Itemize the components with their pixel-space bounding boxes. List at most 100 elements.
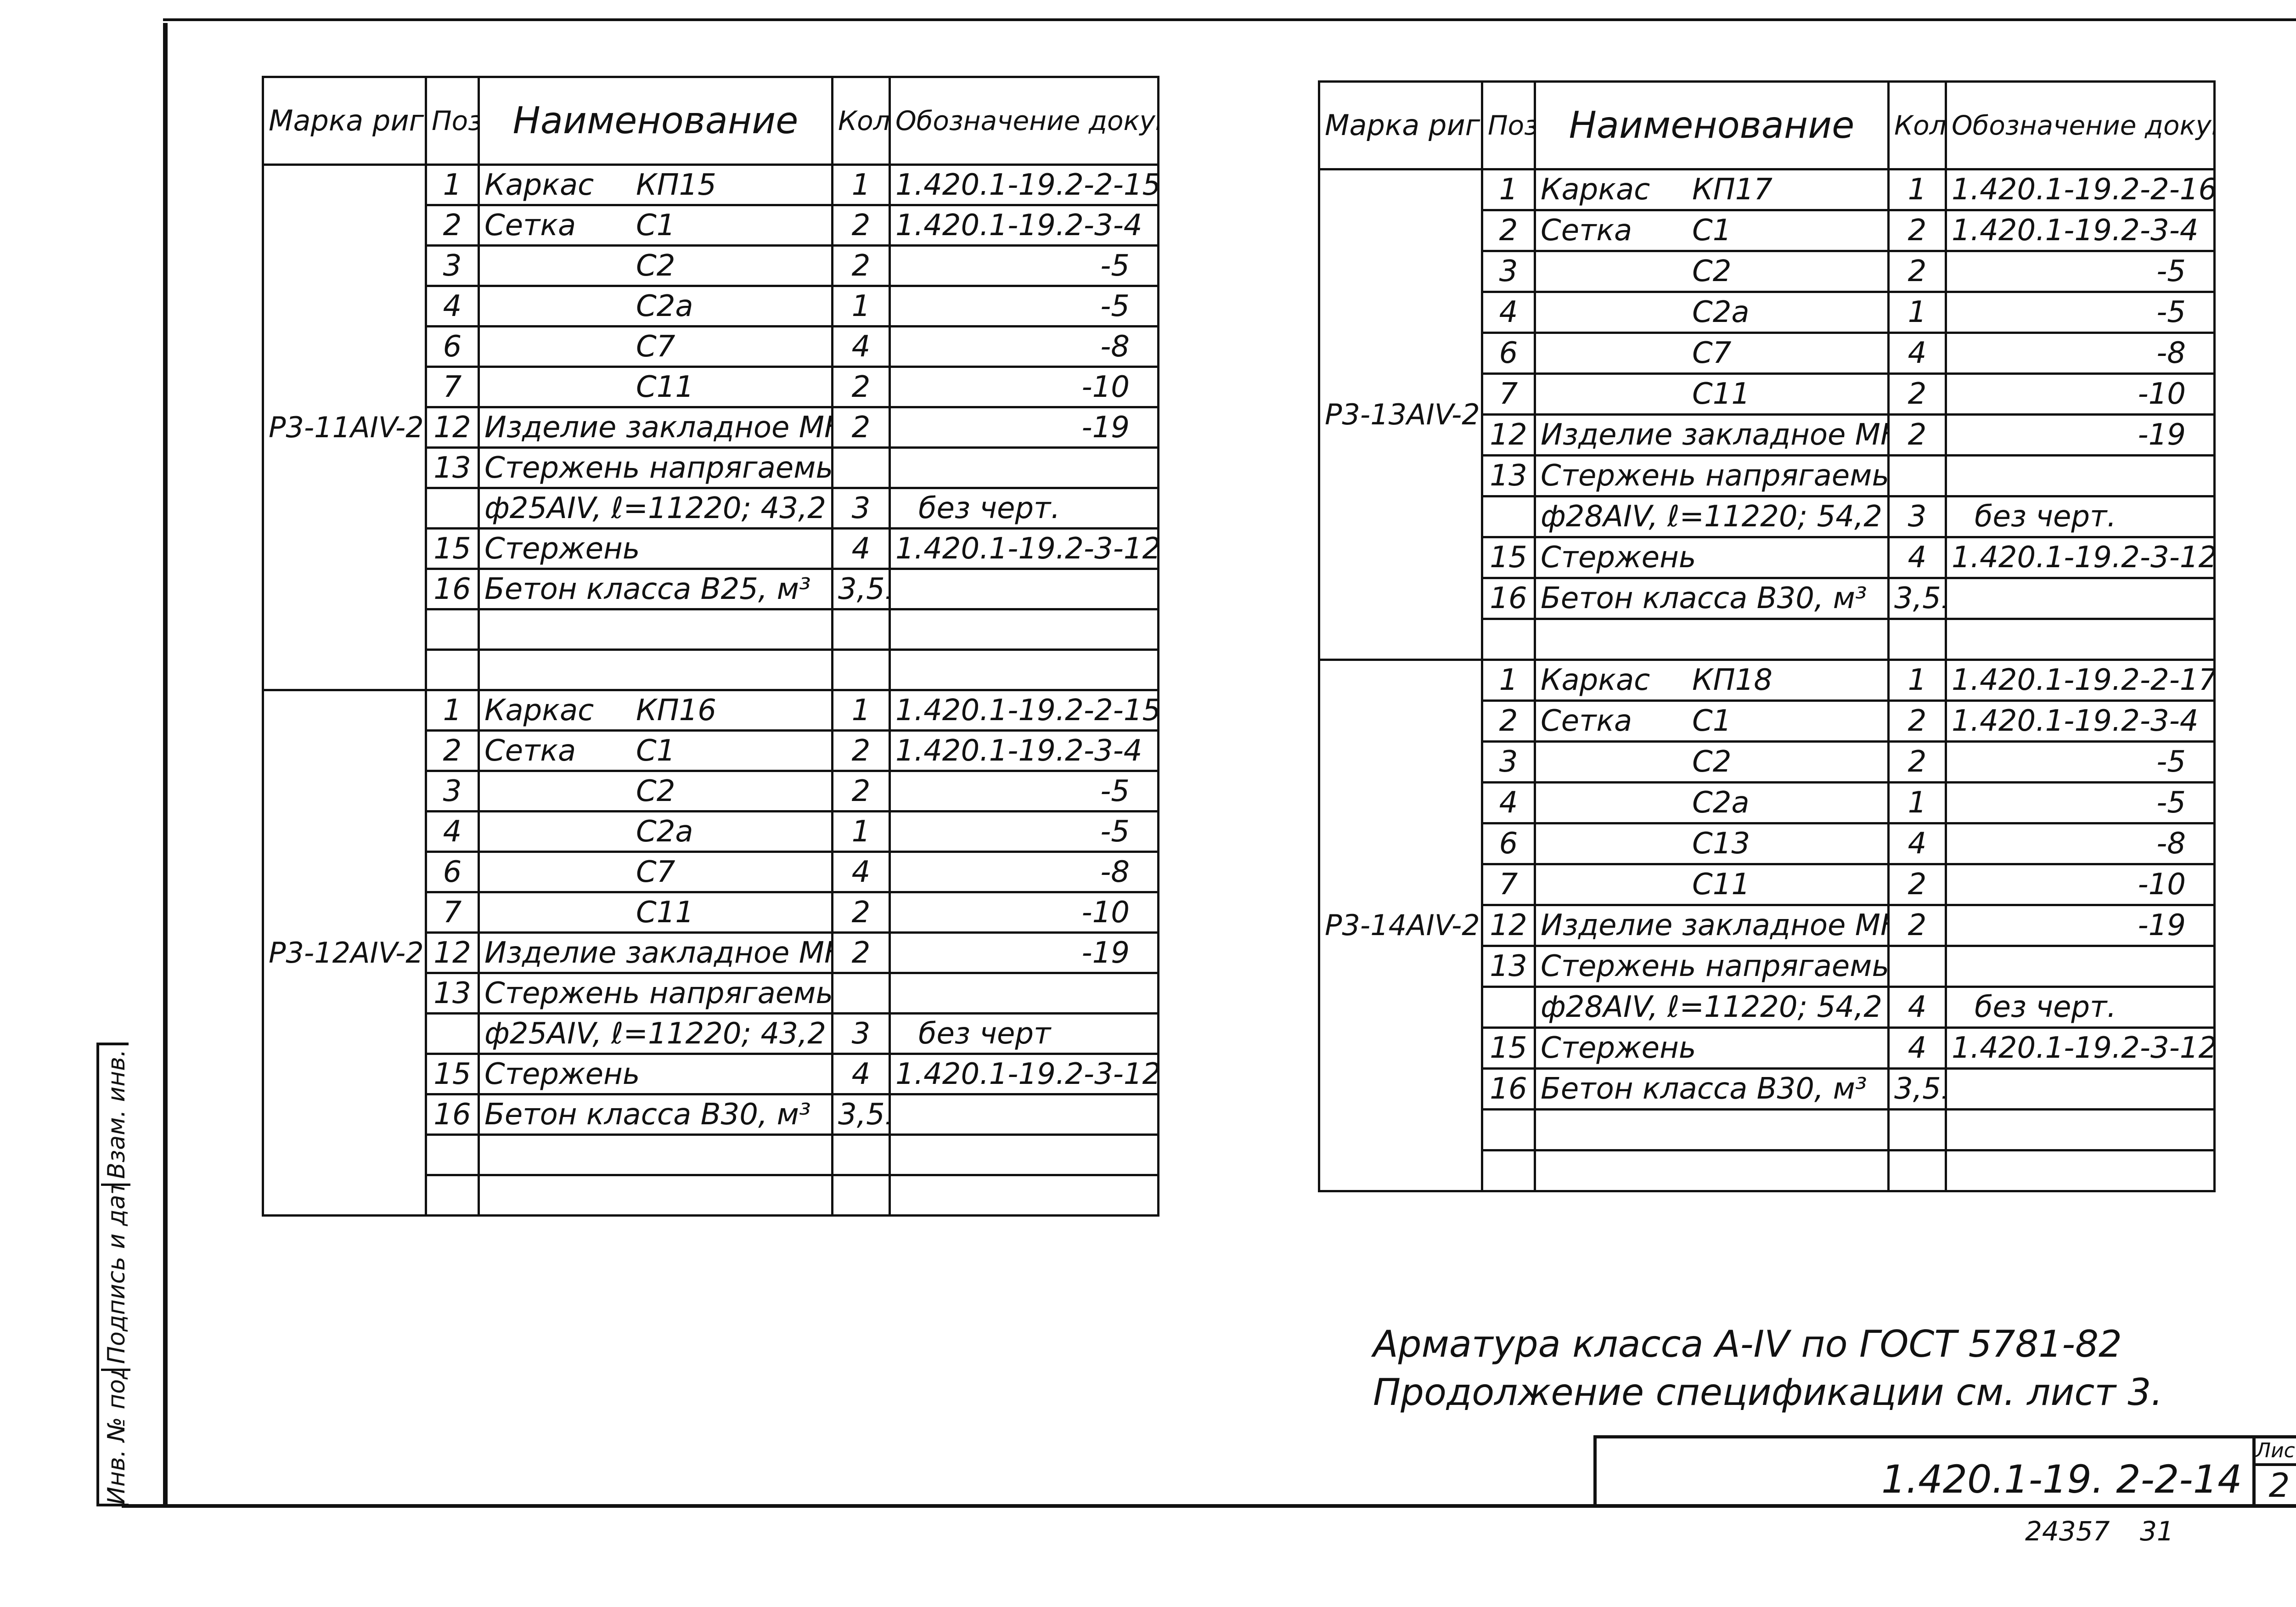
cell-doc: 1.420.1-19.2-3-4: [889, 204, 1159, 247]
header-qty: Кол.: [831, 76, 891, 166]
cell-pos: 7: [1481, 372, 1536, 416]
cell-pos: 6: [425, 851, 480, 893]
item-name: Стержень: [1541, 1031, 1696, 1065]
item-subcode: С1: [636, 733, 675, 768]
cell-qty: 1: [1887, 291, 1947, 334]
cell-doc: без черт.: [1945, 986, 2216, 1029]
cell-name: С11: [478, 366, 833, 408]
cell-name: С2а: [478, 810, 833, 853]
cell-doc: [889, 972, 1159, 1015]
cell-qty: 3,51: [1887, 1067, 1947, 1111]
cell-name: Стержень: [478, 527, 833, 570]
cell-pos: 15: [425, 527, 480, 570]
side-replace-inv: Взам. инв. №: [103, 1045, 130, 1179]
cell-qty: 4: [1887, 1026, 1947, 1070]
cell-doc: 1.420.1-19.2-3-12: [889, 1053, 1159, 1095]
cell-qty: 2: [831, 244, 891, 287]
header-qty: Кол.: [1887, 80, 1947, 170]
cell-pos: 16: [425, 1093, 480, 1136]
cell-pos: 1: [425, 164, 480, 206]
sheet-cell: Лист 2: [2252, 1438, 2296, 1506]
cell-pos: 6: [1481, 822, 1536, 865]
cell-pos: [425, 487, 480, 530]
cell-pos: 3: [425, 770, 480, 812]
note-continuation: Продолжение спецификации см. лист 3.: [1373, 1371, 2163, 1414]
cell-name: Бетон класса В30, м³: [478, 1093, 833, 1136]
item-subcode: С1: [636, 208, 675, 242]
cell-qty: 4: [831, 851, 891, 893]
cell-pos: 16: [1481, 1067, 1536, 1111]
sheet-number: 2: [2268, 1466, 2290, 1505]
cell-name: Стержень напрягаемый: [1534, 945, 1890, 988]
item-name: Изделие закладное МН7: [484, 936, 833, 970]
cell-qty: [831, 446, 891, 489]
cell-pos: 4: [1481, 781, 1536, 824]
cell-doc: -8: [1945, 332, 2216, 375]
cell-qty: 3: [831, 487, 891, 530]
cell-doc: -10: [1945, 372, 2216, 416]
cell-name: ф25АIV, ℓ=11220; 43,2 кг: [478, 487, 833, 530]
cell-qty: [1887, 1149, 1947, 1192]
cell-doc: [889, 568, 1159, 610]
cell-name: ф25АIV, ℓ=11220; 43,2 кг: [478, 1012, 833, 1055]
cell-qty: 2: [831, 204, 891, 247]
cell-qty: 1: [831, 164, 891, 206]
cell-doc: [1945, 1067, 2216, 1111]
cell-qty: 3: [831, 1012, 891, 1055]
cell-name: С2: [1534, 740, 1890, 784]
item-name: Каркас: [1541, 663, 1650, 697]
cell-doc: без черт: [889, 1012, 1159, 1055]
item-name: Стержень: [484, 531, 640, 566]
cell-name: С7: [1534, 332, 1890, 375]
table-row: [1319, 1149, 2216, 1192]
cell-doc: [889, 446, 1159, 489]
cell-doc: -5: [1945, 740, 2216, 784]
cell-name: Изделие закладное МН7: [478, 406, 833, 449]
item-name: Стержень напрягаемый: [484, 976, 833, 1010]
cell-doc: 1.420.1-19.2-3-12: [1945, 1026, 2216, 1070]
cell-qty: 4: [831, 1053, 891, 1095]
cell-doc: 1.420.1-19.2-3-12: [1945, 536, 2216, 579]
item-subcode: С11: [636, 895, 694, 930]
header-doc: Обозначение документа: [1945, 80, 2216, 170]
cell-name: [478, 608, 833, 651]
cell-name: Стержень напрягаемый: [478, 972, 833, 1015]
cell-pos: 6: [1481, 332, 1536, 375]
cell-doc: -5: [889, 244, 1159, 287]
cell-doc: 1.420.1-19.2-2-16: [1945, 168, 2216, 211]
cell-doc: [889, 1093, 1159, 1136]
cell-pos: [425, 648, 480, 691]
sheet-label: Лист: [2256, 1438, 2296, 1466]
cell-name: Бетон класса В30, м³: [1534, 1067, 1890, 1111]
cell-qty: 1: [831, 285, 891, 327]
cell-pos: 1: [1481, 659, 1536, 702]
cell-qty: 2: [831, 931, 891, 974]
item-name: Стержень: [1541, 541, 1696, 575]
cell-name: [1534, 618, 1890, 661]
cell-doc: [1945, 945, 2216, 988]
table-header-row: Марка ригеля Поз. Наименование Кол. Обоз…: [1318, 80, 2216, 170]
cell-doc: -10: [1945, 863, 2216, 906]
cell-pos: [425, 1133, 480, 1176]
cell-doc: -5: [889, 770, 1159, 812]
table-row: [1319, 1108, 2216, 1151]
item-name: Сетка: [484, 208, 576, 242]
cell-qty: 2: [831, 729, 891, 772]
cell-pos: 1: [1481, 168, 1536, 211]
cell-doc: 1.420.1-19.2-3-4: [1945, 209, 2216, 252]
cell-mark: Р3-13АIV-2: [1318, 168, 1483, 661]
cell-doc: -5: [1945, 250, 2216, 293]
